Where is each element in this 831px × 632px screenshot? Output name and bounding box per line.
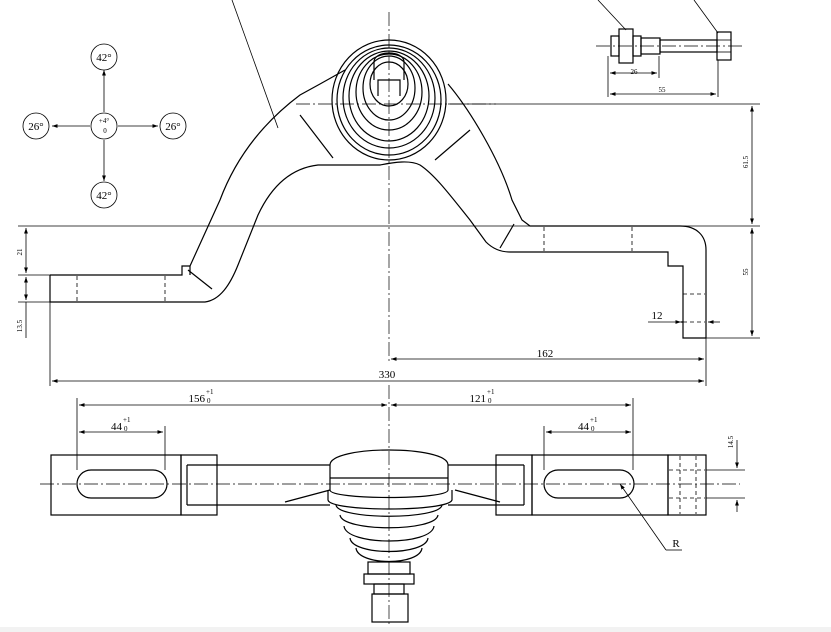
dim-330: 330 [379, 369, 396, 381]
dim-44-left-tol-lo: 0 [124, 425, 128, 433]
dim-121-tol-lo: 0 [488, 397, 492, 405]
dim-61-5: 61.5 [742, 155, 750, 168]
dim-21: 21 [16, 248, 24, 256]
rose-top-label: 42° [96, 52, 111, 64]
dim-156-tol-lo: 0 [207, 397, 211, 405]
bottom-strip [0, 627, 831, 632]
dim-156-tol-up: +1 [206, 388, 214, 396]
rose-center-sub: 0 [103, 127, 107, 135]
bolt-dim-26: 26 [631, 68, 639, 76]
dim-55-right: 55 [742, 268, 750, 276]
dim-44-right-tol-lo: 0 [591, 425, 595, 433]
dim-44-right: 44 [578, 421, 590, 433]
dim-14-5: 14.5 [727, 435, 735, 448]
dim-121-tol-up: +1 [487, 388, 495, 396]
dim-44-right-tol-up: +1 [590, 416, 598, 424]
dim-156: 156 [189, 393, 206, 405]
dim-121: 121 [470, 393, 487, 405]
dim-13-5: 13.5 [16, 319, 24, 332]
plan-view: 156 +1 0 121 +1 0 44 +1 0 44 +1 0 14.5 R [40, 385, 745, 628]
bolt-dim-55: 55 [659, 86, 667, 94]
bolt-detail: 26 55 [596, 0, 745, 97]
dim-44-left-tol-up: +1 [123, 416, 131, 424]
rose-left-label: 26° [28, 121, 43, 133]
dim-44-left: 44 [111, 421, 123, 433]
front-view: 61.5 55 21 13.5 12 162 330 [16, 0, 760, 386]
dim-radius: R [672, 538, 680, 550]
angle-rose: 42° 42° 26° 26° +4° 0 [22, 43, 187, 209]
dim-12: 12 [652, 310, 663, 322]
rose-center-sup: +4° [99, 117, 109, 125]
rose-right-label: 26° [165, 121, 180, 133]
rose-bottom-label: 42° [96, 190, 111, 202]
dim-162: 162 [537, 348, 554, 360]
